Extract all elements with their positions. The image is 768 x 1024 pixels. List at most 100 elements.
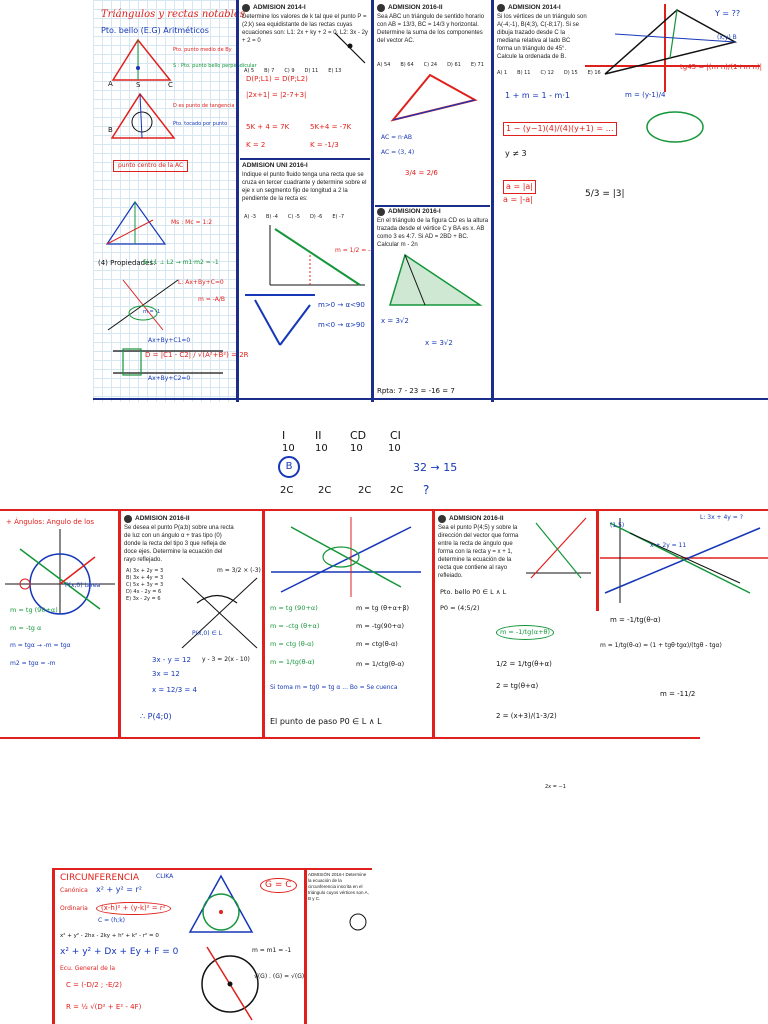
b2-col5-point: (1,5) (610, 522, 625, 529)
b3-eq3: x² + y² - 2hx - 2ky + h² + k² - r² = 0 (60, 933, 159, 939)
b3-tangent-note: m = m1 = -1 (252, 947, 292, 954)
tangent-circle-diagram (201, 946, 259, 1021)
triangle-diagram-1: A S C (108, 38, 173, 89)
col2-work-3: K = 2 (246, 141, 266, 149)
col4-work-1: m = (y-1)/4 (625, 91, 666, 99)
b2-col3-label-0: m = tg (90+α) (270, 604, 318, 612)
col4-question: Y = ?? (715, 9, 741, 18)
b3-center: C = (h;k) (98, 917, 126, 924)
score-value-4: 10 (388, 443, 401, 454)
b2-col2-work-5: y - 3 = 2(x - 10) (202, 656, 250, 663)
col1-line1: Ax+By+C1=0 (148, 337, 191, 344)
b2-col4-work-5: 2 = (x+3)/(1-3/2) (496, 712, 557, 720)
b3-small-circle-icon (349, 913, 367, 931)
b3-label-canonica: Canónica (60, 887, 88, 894)
exam-card-2: ADMISIÓN UNI 2016-I Indique el punto flu… (242, 162, 367, 203)
stray-note: 2x = −1 (545, 784, 566, 790)
col4-work-0: 1 + m = 1 - m·1 (505, 91, 570, 100)
b2-col3-work-2: m = ctg(θ-α) (356, 640, 398, 648)
b2-col4-work-3: 1/2 = 1/tg(θ+α) (496, 660, 552, 668)
b3-sqrt-note: √(G) . (G) = √(G) (254, 973, 305, 980)
whiteboard-top: Triángulos y rectas notables Pto. bello … (93, 0, 768, 402)
col1-note-b: S : Pto. punto bello perpendicular (173, 63, 257, 69)
b2-col3-conclusion: Si toma m = tg0 = tg α ... Bo = Se cuenc… (270, 684, 398, 691)
col3-answer: Rpta: 7 - 23 = -16 = 7 (377, 387, 455, 395)
col1-dist-formula: D = |C1 - C2| / √(A²+B²) = 2R (145, 351, 249, 359)
slope-diagram (269, 225, 365, 286)
board1-bottom-border (93, 398, 768, 400)
svg-text:B: B (108, 126, 113, 134)
col3-work-2: 3/4 = 2/6 (405, 169, 438, 177)
col4-work-6: 5/3 = |3| (585, 189, 625, 199)
col4-work-5: a = |-a| (503, 195, 533, 204)
b2-col2-work-6: ∴ P(4;0) (140, 712, 172, 721)
b3-label-ordinaria: Ordinaria (60, 905, 88, 912)
exam-title: ADMISIÓN 2014-I (253, 4, 306, 11)
inscribed-circle-diagram (188, 874, 254, 933)
col2-work-5: K = -1/3 (310, 141, 339, 149)
board1-col1: Triángulos y rectas notables Pto. bello … (93, 0, 257, 402)
parallel-lines-diagram (113, 348, 223, 376)
score-notes: I II CD CI 10 10 10 10 B 32 → 15 (270, 430, 490, 505)
vector-triangle-diagram (390, 73, 478, 122)
col1-perp-note: Si L1 ⊥ L2 → m1·m2 = -1 (143, 259, 219, 266)
b3-eq2: (x-h)² + (y-k)² = r² (96, 902, 171, 916)
col4-point: (x,y) B (717, 34, 737, 41)
b2-col2-work-3: 3x = 12 (152, 670, 180, 678)
col2-work-2: 5K + 4 = 7K (246, 123, 290, 131)
b2-divider-4 (596, 511, 599, 611)
b2-col3-work-3: m = 1/ctg(θ-α) (356, 660, 405, 668)
b2-col3-work-1: m = -tg(90+α) (356, 622, 405, 630)
b2-col3-label-1: m = -ctg (θ+α) (270, 622, 320, 630)
angle-lines-diagram (271, 517, 421, 597)
b2-col1-point: P(x,0) tarea (65, 582, 101, 589)
b2-col3-label-3: m = 1/tg(θ-α) (270, 658, 315, 666)
col2-slope-note: m = 1/2 = -4 (335, 247, 375, 254)
board3-divider (304, 868, 307, 1024)
board2-col3: m = tg (90+α) m = -ctg (θ+α) m = ctg (θ-… (266, 513, 431, 733)
svg-text:C: C (168, 81, 173, 89)
col1-slope: m = -A/B (198, 296, 225, 303)
col4-work-4: a = |a| (503, 180, 536, 195)
col1-subtitle: Pto. bello (E.G) Aritméticos (101, 26, 209, 35)
b3-title: CIRCUNFERENCIA (60, 873, 139, 883)
coordinate-triangle-diagram (585, 4, 760, 92)
board2-col4: ADMISIÓN 2016-II Sea el punto P(4;5) y s… (436, 513, 596, 733)
col1-properties: (4) Propiedades: (98, 259, 156, 267)
score-value-3: 10 (350, 443, 363, 454)
shaded-triangle-diagram (388, 253, 483, 306)
col2-angle-note-1: m>0 → α<90 (318, 301, 365, 309)
intersecting-lines-diagram (600, 518, 768, 603)
col1-note-d: Pto. tocado por punto (173, 121, 228, 127)
b2-exam-card-1: ADMISIÓN 2016-II Se desea el punto P(a;b… (124, 515, 234, 564)
circled-answer: B (278, 456, 300, 478)
board3-col2: G = C m = m1 = -1 √(G) . (G) = √(G) (182, 872, 305, 1024)
col1-line-eq: L: Ax+By+C=0 (178, 279, 224, 286)
b2-col1-label-2: m = tgα → -m = tgα (10, 642, 71, 649)
col4-work-3: y ≠ 3 (505, 149, 527, 158)
b3-exam-text: ADMISIÓN 2016-I Determine la ecuación de… (308, 872, 369, 902)
col2-work-0: D(P;L1) = D(P;L2) (246, 75, 308, 83)
divider-1 (236, 0, 239, 402)
b2-col1-label-0: m = tg (90+α) (10, 606, 58, 614)
board1-col3: ADMISIÓN 2016-II Sea ABC un triángulo de… (375, 0, 490, 402)
col3-work-3: x = 3√2 (381, 317, 409, 325)
score-label-3: CD (350, 429, 367, 442)
col2-work-4: 5K+4 = -7K (310, 123, 352, 131)
b2-col4-work-0: Pto. bello P0 ∈ L ∧ L (440, 588, 507, 596)
b2-col5-work-2: m = 1/tg(θ-α) = (1 + tgθ·tgα)/(tgθ - tgα… (600, 642, 722, 649)
board3-col3: ADMISIÓN 2016-I Determine la ecuación de… (308, 872, 372, 1024)
perpendicular-lines-diagram (107, 279, 179, 331)
exam-card-4: ADMISIÓN 2016-I En el triángulo de la fi… (377, 208, 489, 248)
col2-angle-note-2: m<0 → α>90 (318, 321, 365, 329)
b3-eq1: x² + y² = r² (96, 885, 142, 894)
score-label-4: CI (390, 429, 401, 442)
divider-2 (371, 0, 374, 402)
exam-card-1: ADMISIÓN 2014-I Determine los valores de… (242, 4, 368, 66)
col3-work-0: AC = n·AB (381, 134, 412, 141)
b2-col3-final: El punto de paso P0 ∈ L ∧ L (270, 717, 382, 726)
